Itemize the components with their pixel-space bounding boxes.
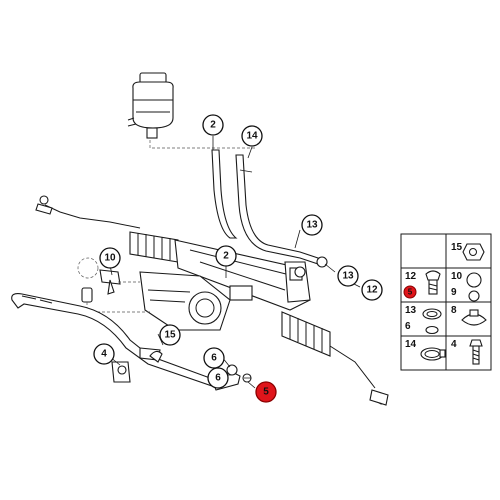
callout-2-mid: 2 — [215, 245, 237, 267]
o-ring-small-icon — [425, 325, 439, 335]
o-ring-large-icon — [422, 308, 442, 320]
small-washer-icon — [468, 290, 480, 302]
power-steering-reservoir — [127, 72, 174, 139]
svg-text:6: 6 — [211, 353, 217, 364]
hose-fitting — [316, 256, 328, 268]
callout-13-a: 13 — [301, 214, 323, 236]
banjo-bolt-icon — [425, 270, 441, 281]
legend-label-14: 14 — [405, 339, 417, 350]
hex-nut-icon — [462, 243, 485, 261]
fitting-6a — [226, 364, 238, 376]
legend-label-4: 4 — [451, 339, 457, 350]
callout-10: 10 — [99, 247, 121, 269]
callout-4: 4 — [93, 343, 115, 365]
legend-label-8: 8 — [451, 305, 457, 316]
callout-15: 15 — [159, 324, 181, 346]
svg-text:2: 2 — [210, 120, 216, 131]
hose-2-upper — [211, 149, 238, 239]
svg-text:5: 5 — [263, 387, 269, 398]
parts-legend-grid: 15 12 5 10 9 13 6 8 14 4 — [400, 233, 492, 371]
legend-label-6: 6 — [405, 321, 411, 332]
legend-label-9: 9 — [451, 287, 457, 298]
svg-text:4: 4 — [101, 349, 107, 360]
legend-label-12: 12 — [405, 271, 417, 282]
callout-14-top: 14 — [241, 125, 263, 147]
svg-text:13: 13 — [306, 220, 318, 231]
bolt-icon — [469, 339, 483, 347]
return-pipe — [11, 293, 213, 387]
hose-clamp-14 — [239, 169, 253, 173]
callout-5-highlighted: 5 — [255, 381, 277, 403]
callout-13-b: 13 — [337, 265, 359, 287]
legend-label-5-highlighted: 5 — [403, 285, 417, 299]
svg-text:2: 2 — [223, 251, 229, 262]
svg-text:15: 15 — [164, 330, 176, 341]
callout-6-a: 6 — [203, 347, 225, 369]
svg-text:5: 5 — [408, 288, 413, 297]
legend-label-13: 13 — [405, 305, 417, 316]
svg-text:14: 14 — [246, 131, 258, 142]
callout-12: 12 — [361, 279, 383, 301]
hose-clamp-icon — [461, 313, 487, 326]
callout-6-b: 6 — [207, 367, 229, 389]
callout-2-top: 2 — [202, 114, 224, 136]
legend-label-15: 15 — [451, 242, 463, 253]
svg-text:13: 13 — [342, 271, 354, 282]
svg-text:10: 10 — [104, 253, 116, 264]
reservoir-dash-line — [149, 128, 256, 149]
washer-icon — [466, 272, 482, 288]
steering-rack — [35, 195, 389, 406]
svg-text:6: 6 — [215, 373, 221, 384]
svg-text:12: 12 — [366, 285, 378, 296]
legend-label-10: 10 — [451, 271, 463, 282]
